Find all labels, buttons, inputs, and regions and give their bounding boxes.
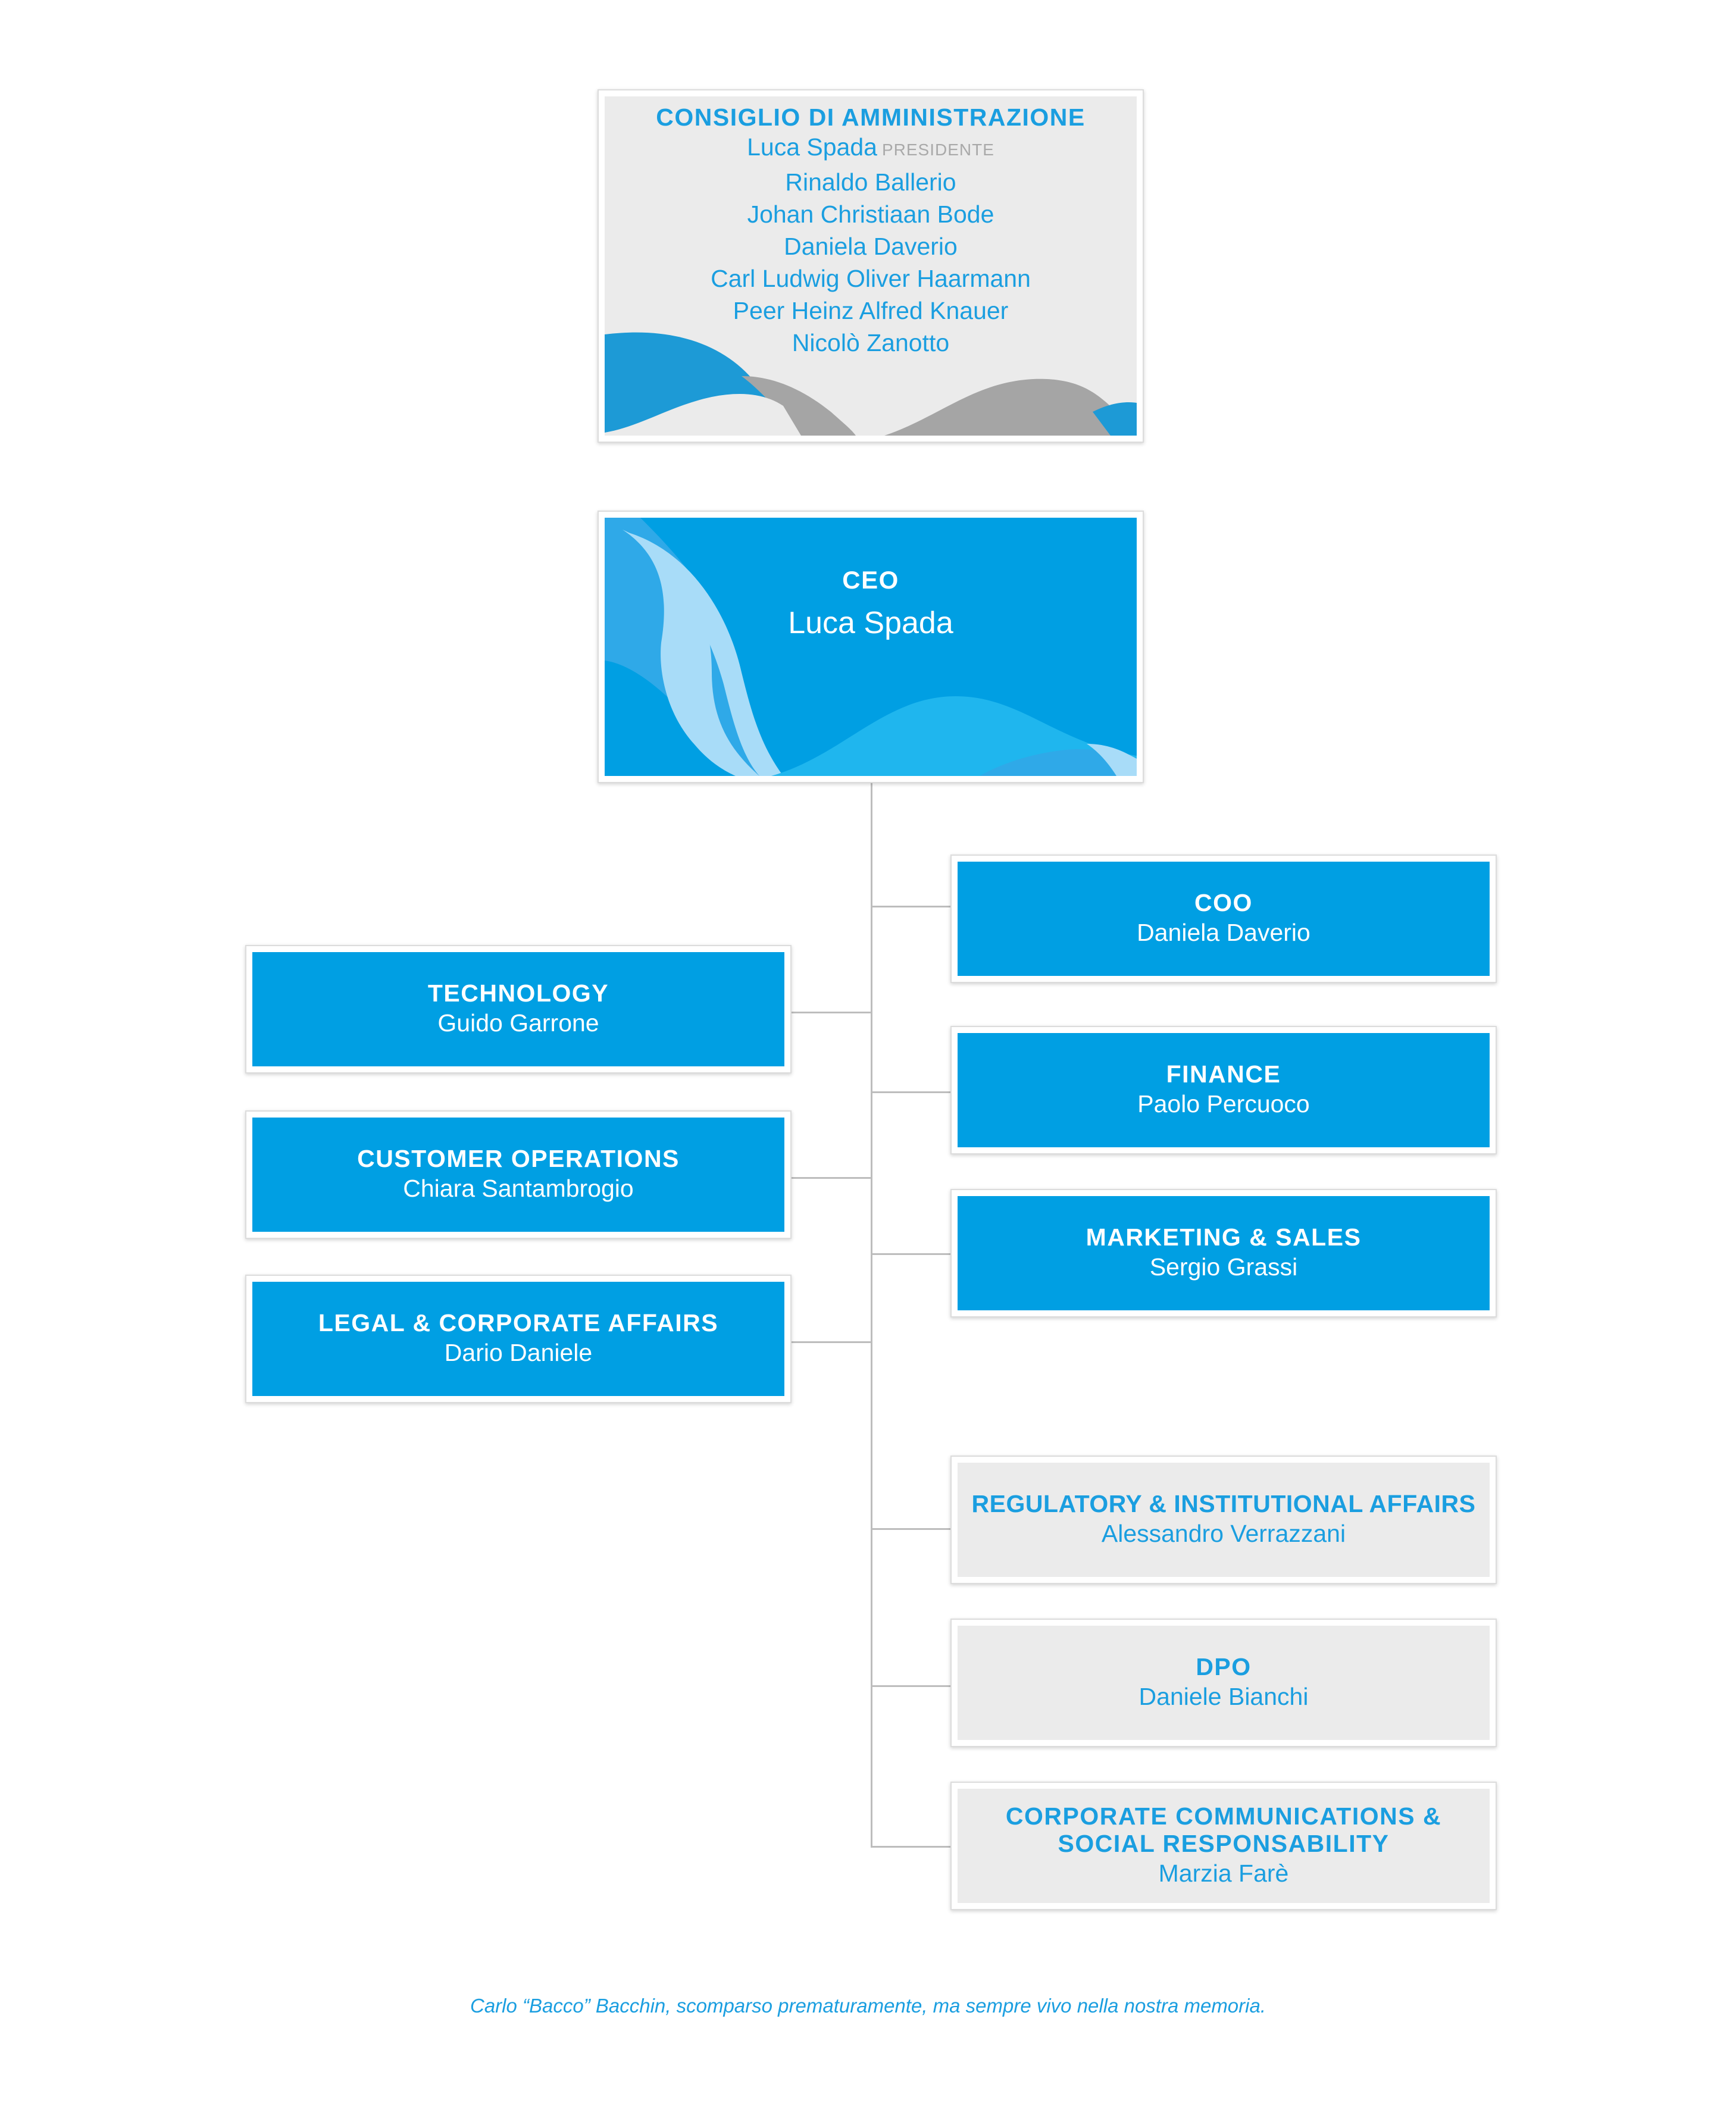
unit-head: Daniela Daverio bbox=[1137, 919, 1310, 946]
unit-head: Sergio Grassi bbox=[1149, 1253, 1298, 1281]
unit-title: DPO bbox=[1196, 1653, 1252, 1680]
unit-head: Paolo Percuoco bbox=[1137, 1090, 1310, 1118]
coo-card: COO Daniela Daverio bbox=[958, 862, 1490, 976]
unit-head: Marzia Farè bbox=[1158, 1860, 1289, 1887]
board-title: CONSIGLIO DI AMMINISTRAZIONE bbox=[656, 103, 1086, 131]
technology-card: TECHNOLOGY Guido Garrone bbox=[252, 952, 784, 1066]
board-member: Johan Christiaan Bode bbox=[747, 200, 994, 228]
dpo-card: DPO Daniele Bianchi bbox=[958, 1626, 1490, 1740]
president-role: PRESIDENTE bbox=[881, 140, 994, 159]
ceo-content: CEO Luca Spada bbox=[788, 567, 953, 644]
unit-title-line2: SOCIAL RESPONSABILITY bbox=[1058, 1830, 1390, 1857]
unit-title: REGULATORY & INSTITUTIONAL AFFAIRS bbox=[971, 1490, 1476, 1517]
unit-title: CUSTOMER OPERATIONS bbox=[357, 1145, 680, 1172]
customer-operations-box: CUSTOMER OPERATIONS Chiara Santambrogio bbox=[245, 1110, 792, 1239]
unit-head: Alessandro Verrazzani bbox=[1101, 1520, 1346, 1547]
corporate-communications-card: CORPORATE COMMUNICATIONS & SOCIAL RESPON… bbox=[958, 1789, 1490, 1903]
connector-coo bbox=[871, 906, 952, 907]
connector-technology bbox=[792, 1012, 872, 1013]
regulatory-institutional-affairs-card: REGULATORY & INSTITUTIONAL AFFAIRS Aless… bbox=[958, 1463, 1490, 1577]
legal-corporate-affairs-box: LEGAL & CORPORATE AFFAIRS Dario Daniele bbox=[245, 1275, 792, 1403]
legal-corporate-affairs-card: LEGAL & CORPORATE AFFAIRS Dario Daniele bbox=[252, 1282, 784, 1396]
unit-title: MARKETING & SALES bbox=[1086, 1223, 1362, 1251]
unit-head: Chiara Santambrogio bbox=[403, 1175, 634, 1202]
unit-title: LEGAL & CORPORATE AFFAIRS bbox=[318, 1309, 719, 1337]
unit-title: COO bbox=[1194, 889, 1253, 916]
connector-marketing bbox=[871, 1253, 952, 1255]
memorial-note: Carlo “Bacco” Bacchin, scomparso prematu… bbox=[470, 1995, 1266, 2017]
unit-head: Daniele Bianchi bbox=[1138, 1683, 1309, 1710]
finance-card: FINANCE Paolo Percuoco bbox=[958, 1033, 1490, 1147]
wave-decoration bbox=[605, 332, 1137, 436]
unit-head: Guido Garrone bbox=[437, 1009, 599, 1037]
ceo-card: CEO Luca Spada bbox=[605, 518, 1137, 776]
connector-trunk bbox=[871, 783, 872, 1847]
finance-box: FINANCE Paolo Percuoco bbox=[950, 1026, 1497, 1154]
connector-corporate-communications bbox=[871, 1846, 952, 1848]
board-member: Nicolò Zanotto bbox=[792, 328, 950, 356]
unit-head: Dario Daniele bbox=[444, 1339, 593, 1366]
regulatory-institutional-affairs-box: REGULATORY & INSTITUTIONAL AFFAIRS Aless… bbox=[950, 1456, 1497, 1584]
board-member: Peer Heinz Alfred Knauer bbox=[733, 296, 1009, 324]
ceo-box: CEO Luca Spada bbox=[598, 511, 1144, 783]
board-member: Carl Ludwig Oliver Haarmann bbox=[711, 264, 1031, 292]
connector-finance bbox=[871, 1091, 952, 1093]
dpo-box: DPO Daniele Bianchi bbox=[950, 1619, 1497, 1747]
customer-operations-card: CUSTOMER OPERATIONS Chiara Santambrogio bbox=[252, 1118, 784, 1232]
coo-box: COO Daniela Daverio bbox=[950, 855, 1497, 983]
unit-title: TECHNOLOGY bbox=[427, 979, 609, 1007]
connector-legal bbox=[792, 1341, 872, 1343]
connector-dpo bbox=[871, 1685, 952, 1687]
unit-title: FINANCE bbox=[1166, 1060, 1281, 1088]
board-member: Rinaldo Ballerio bbox=[785, 168, 956, 196]
wave-decoration bbox=[605, 518, 1137, 776]
corporate-communications-box: CORPORATE COMMUNICATIONS & SOCIAL RESPON… bbox=[950, 1782, 1497, 1910]
marketing-sales-box: MARKETING & SALES Sergio Grassi bbox=[950, 1189, 1497, 1317]
board-member: Daniela Daverio bbox=[784, 232, 958, 260]
president-name: Luca Spada bbox=[747, 133, 877, 161]
marketing-sales-card: MARKETING & SALES Sergio Grassi bbox=[958, 1196, 1490, 1310]
unit-title-line1: CORPORATE COMMUNICATIONS & bbox=[1005, 1802, 1442, 1830]
connector-regulatory bbox=[871, 1528, 952, 1530]
ceo-name: Luca Spada bbox=[788, 606, 953, 640]
technology-box: TECHNOLOGY Guido Garrone bbox=[245, 945, 792, 1073]
ceo-title: CEO bbox=[842, 566, 899, 594]
connector-customer-operations bbox=[792, 1177, 872, 1179]
